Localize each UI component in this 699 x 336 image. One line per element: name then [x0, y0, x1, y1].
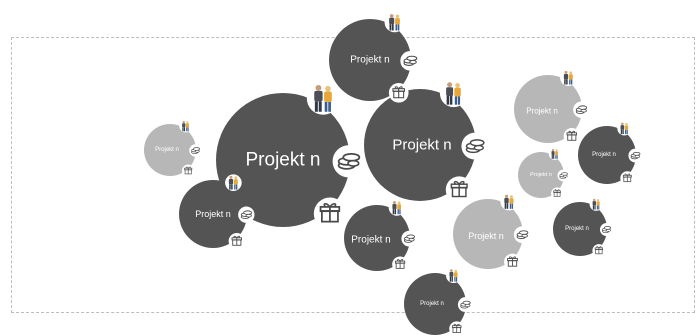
bubble-circle [518, 152, 564, 198]
gift-icon [445, 176, 473, 204]
bubble-circle [179, 180, 247, 248]
project-bubble[interactable]: Projekt n [518, 147, 570, 200]
people-icon [306, 81, 340, 115]
people-icon [500, 193, 518, 211]
bubble-circle [453, 199, 523, 269]
people-icon [179, 119, 192, 133]
coins-icon [457, 297, 473, 313]
project-label: Projekt n [526, 107, 558, 116]
people-icon [225, 174, 242, 192]
gift-icon [181, 164, 195, 178]
bubble-circle [344, 205, 410, 271]
coins-icon [513, 226, 531, 244]
project-label: Projekt n [155, 147, 179, 153]
bubble-circle [404, 273, 466, 335]
gift-icon [388, 82, 409, 103]
gift-icon [620, 171, 635, 186]
gift-icon [551, 187, 564, 200]
project-label: Projekt n [530, 172, 552, 178]
project-label: Projekt n [392, 137, 451, 154]
project-label: Projekt n [565, 226, 589, 232]
bubble-circle [144, 124, 196, 176]
people-icon [548, 147, 561, 160]
coins-icon [332, 145, 365, 178]
project-bubble[interactable]: Projekt n [144, 119, 202, 178]
coins-icon [599, 223, 613, 237]
project-label: Projekt n [468, 231, 504, 241]
project-bubble[interactable]: Projekt n [364, 79, 489, 204]
people-icon [617, 121, 632, 136]
gift-icon [392, 256, 409, 273]
coins-icon [400, 50, 421, 71]
gift-icon [228, 233, 245, 250]
coins-icon [628, 148, 643, 163]
project-bubble[interactable]: Projekt n [404, 267, 473, 336]
people-icon [589, 197, 603, 211]
project-label: Projekt n [351, 235, 390, 246]
coins-icon [557, 169, 570, 182]
coins-icon [573, 101, 590, 118]
bubble-circle [329, 19, 411, 101]
project-bubble[interactable]: Projekt n [453, 193, 531, 271]
bubble-circle [578, 126, 636, 184]
people-icon [384, 12, 405, 33]
project-bubble[interactable]: Projekt n [578, 121, 643, 186]
project-bubble[interactable]: Projekt n [216, 81, 365, 230]
project-bubble[interactable]: Projekt n [179, 174, 255, 250]
bubble-circle [216, 93, 350, 227]
project-label: Projekt n [246, 150, 321, 171]
project-bubble[interactable]: Projekt n [553, 197, 613, 258]
coins-icon [189, 144, 202, 157]
bubble-circle [553, 202, 607, 256]
project-bubble[interactable]: Projekt n [344, 199, 418, 273]
gift-icon [504, 253, 521, 271]
people-icon [439, 79, 468, 108]
project-label: Projekt n [195, 209, 231, 219]
coins-icon [238, 206, 255, 223]
project-bubble[interactable]: Projekt n [329, 12, 421, 103]
gift-icon [449, 321, 465, 336]
project-bubble[interactable]: Projekt n [514, 69, 590, 145]
coins-icon [401, 230, 418, 247]
bubble-circle [514, 75, 582, 143]
people-icon [446, 267, 462, 284]
coins-icon [461, 132, 489, 160]
gift-icon [592, 244, 606, 258]
project-label: Projekt n [592, 152, 616, 158]
people-icon [388, 199, 405, 216]
gift-icon [313, 197, 346, 230]
project-label: Projekt n [420, 301, 444, 307]
project-label: Projekt n [350, 55, 389, 66]
bubble-circle [364, 89, 476, 201]
people-icon [560, 69, 577, 87]
gift-icon [563, 128, 580, 145]
